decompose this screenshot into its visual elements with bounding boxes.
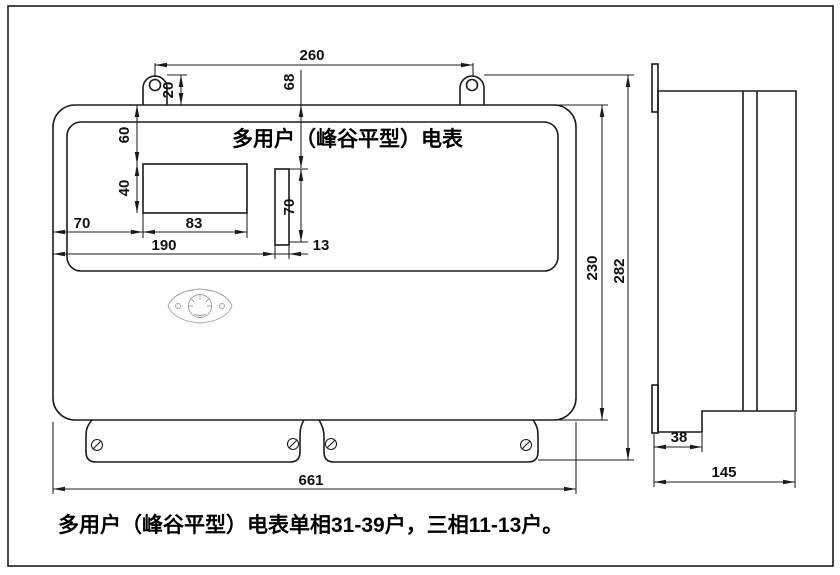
display-window — [142, 163, 248, 214]
dim-label-70: 70 — [74, 215, 91, 232]
meter-enclosure-outline — [52, 104, 577, 421]
mounting-hole-right — [465, 78, 479, 92]
dim-label-68: 68 — [281, 74, 298, 91]
terminal-cover-right — [318, 419, 539, 463]
mounting-ear-right — [459, 75, 485, 105]
mounting-hole-left — [148, 78, 162, 92]
dim-label-145: 145 — [711, 464, 736, 481]
screw-icon — [286, 437, 300, 451]
side-view — [651, 63, 797, 434]
dim-label-70-strip: 70 — [281, 199, 298, 216]
side-mounting-tab-bottom — [651, 384, 659, 434]
dim-label-230: 230 — [584, 255, 601, 280]
dim-label-83: 83 — [186, 215, 203, 232]
strip-opening — [274, 168, 290, 246]
meter-title: 多用户（峰谷平型）电表 — [232, 127, 464, 151]
meter-panel-outline — [66, 121, 559, 272]
dim-label-60: 60 — [116, 127, 133, 144]
dim-label-190: 190 — [151, 237, 176, 254]
front-view — [52, 75, 577, 463]
dim-label-13: 13 — [313, 237, 330, 254]
dim-label-38: 38 — [671, 429, 688, 446]
dimension-lines — [52, 62, 796, 494]
dimension-labels: 260 20 68 60 40 70 70 83 190 13 661 230 … — [74, 47, 737, 489]
sheet-frame — [7, 5, 834, 567]
side-body-outline — [657, 90, 797, 433]
lead-seal-icon — [167, 288, 233, 324]
side-mounting-tab-top — [651, 63, 659, 113]
terminal-cover-left — [85, 419, 305, 463]
dim-label-282: 282 — [611, 258, 628, 283]
screw-icon — [519, 438, 533, 452]
dim-label-20: 20 — [160, 82, 177, 99]
dim-label-661: 661 — [298, 472, 323, 489]
cover-screws — [90, 437, 533, 452]
screw-icon — [90, 438, 104, 452]
dim-label-260: 260 — [299, 47, 324, 64]
drawing-caption: 多用户（峰谷平型）电表单相31-39户，三相11-13户。 — [58, 513, 563, 537]
screw-icon — [324, 437, 338, 451]
dim-label-40: 40 — [116, 180, 133, 197]
